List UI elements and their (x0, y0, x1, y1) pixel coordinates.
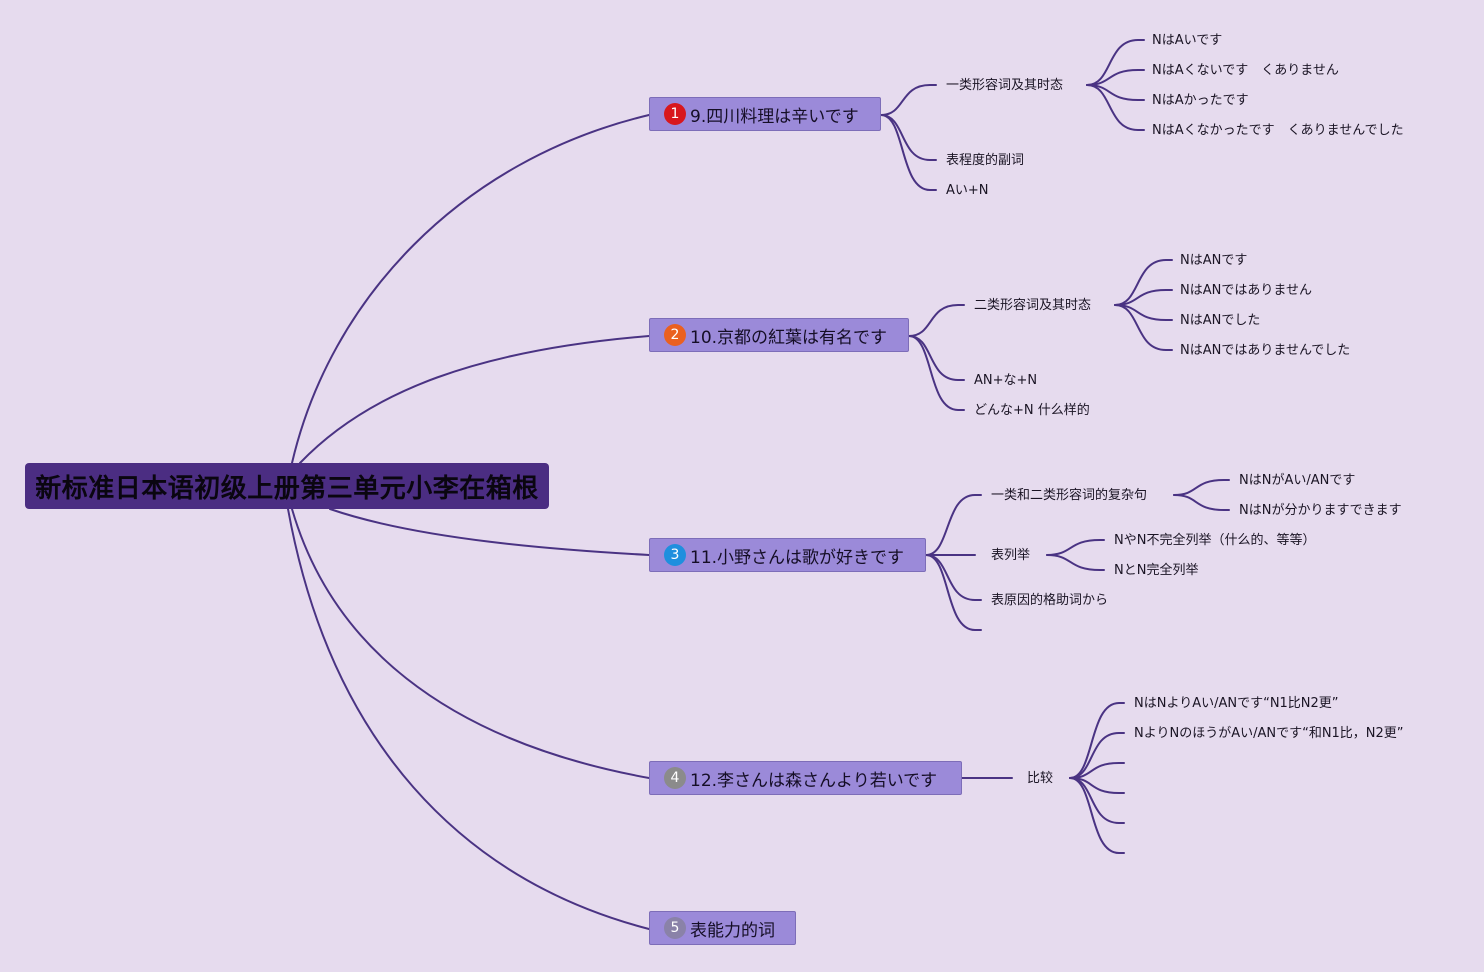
branch-connector (908, 335, 965, 381)
subtopic[interactable]: NはANではありません (1180, 283, 1312, 298)
branch-connector (1046, 539, 1105, 556)
subtopic[interactable]: NはANです (1180, 253, 1248, 268)
subtopic[interactable]: 表列举 (991, 548, 1031, 563)
root-topic[interactable]: 新标准日本语初级上册第三单元小李在箱根 (25, 463, 549, 509)
branch-connector (925, 494, 982, 556)
root-connector (329, 508, 650, 556)
branch-connector (1069, 777, 1125, 824)
connector-lines (287, 39, 1230, 930)
branch-connector (1086, 69, 1145, 86)
subtopic[interactable]: 二类形容词及其时态 (974, 298, 1092, 313)
subtopic[interactable]: NはNが分かりますできます (1239, 503, 1402, 518)
subtopic[interactable]: NやN不完全列举（什么的、等等） (1114, 533, 1316, 548)
subtopic[interactable]: NよりNのほうがAい/ANです“和N1比，N2更” (1134, 726, 1404, 741)
subtopic[interactable]: NはAかったです (1152, 93, 1249, 108)
branch-connector (1114, 289, 1173, 306)
topic-12[interactable]: 4 12.李さんは森さんより若いです (649, 761, 962, 795)
priority-2-icon: 2 (664, 324, 686, 346)
root-connector (287, 508, 650, 930)
branch-connector (1086, 84, 1145, 131)
subtopic[interactable]: 比较 (1027, 771, 1054, 786)
subtopic[interactable]: NはANでした (1180, 313, 1261, 328)
branch-connector (925, 554, 982, 601)
branch-connector (880, 114, 937, 191)
subtopic[interactable]: Aい+N (946, 183, 989, 198)
branch-connector (1086, 39, 1145, 86)
branch-connector (1046, 554, 1105, 571)
branch-connector (1173, 494, 1230, 511)
topic-label: 9.四川料理は辛いです (690, 106, 859, 127)
subtopic[interactable]: どんな+N 什么样的 (974, 403, 1090, 418)
branch-connector (1069, 762, 1125, 779)
topic-11[interactable]: 3 11.小野さんは歌が好きです (649, 538, 926, 572)
branch-connector (1069, 732, 1125, 779)
subtopic[interactable]: NはNがAい/ANです (1239, 473, 1356, 488)
priority-3-icon: 3 (664, 544, 686, 566)
root-connector (291, 508, 650, 779)
subtopic[interactable]: 表原因的格助词から (991, 593, 1109, 608)
topic-label: 12.李さんは森さんより若いです (690, 770, 938, 791)
branch-connector (1173, 479, 1230, 496)
subtopic[interactable]: NはAくないです くありません (1152, 63, 1339, 78)
priority-5-icon: 5 (664, 917, 686, 939)
branch-connector (880, 114, 937, 161)
branch-connector (1069, 777, 1125, 854)
priority-4-icon: 4 (664, 767, 686, 789)
topic-ability-words[interactable]: 5 表能力的词 (649, 911, 796, 945)
priority-1-icon: 1 (664, 103, 686, 125)
branch-connector (1114, 304, 1173, 351)
branch-connector (1114, 259, 1173, 306)
branch-connector (908, 335, 965, 411)
topic-label: 10.京都の紅葉は有名です (690, 327, 888, 348)
branch-connector (1069, 702, 1125, 779)
subtopic[interactable]: NとN完全列举 (1114, 563, 1199, 578)
topic-label: 11.小野さんは歌が好きです (690, 547, 905, 568)
branch-connector (880, 84, 937, 116)
subtopic[interactable]: NはAいです (1152, 33, 1223, 48)
subtopic[interactable]: NはANではありませんでした (1180, 343, 1351, 358)
branch-connector (925, 554, 982, 631)
subtopic[interactable]: 一类形容词及其时态 (946, 78, 1064, 93)
root-connector (299, 335, 650, 464)
subtopic[interactable]: AN+な+N (974, 373, 1038, 388)
topic-label: 表能力的词 (690, 920, 775, 941)
subtopic[interactable]: NはNよりAい/ANです“N1比N2更” (1134, 696, 1339, 711)
subtopic[interactable]: 一类和二类形容词的复杂句 (991, 488, 1148, 503)
topic-9[interactable]: 1 9.四川料理は辛いです (649, 97, 881, 131)
branch-connector (908, 304, 965, 337)
topic-10[interactable]: 2 10.京都の紅葉は有名です (649, 318, 909, 352)
subtopic[interactable]: NはAくなかったです くありませんでした (1152, 123, 1404, 138)
subtopic[interactable]: 表程度的副词 (946, 153, 1025, 168)
root-connector (291, 114, 650, 464)
